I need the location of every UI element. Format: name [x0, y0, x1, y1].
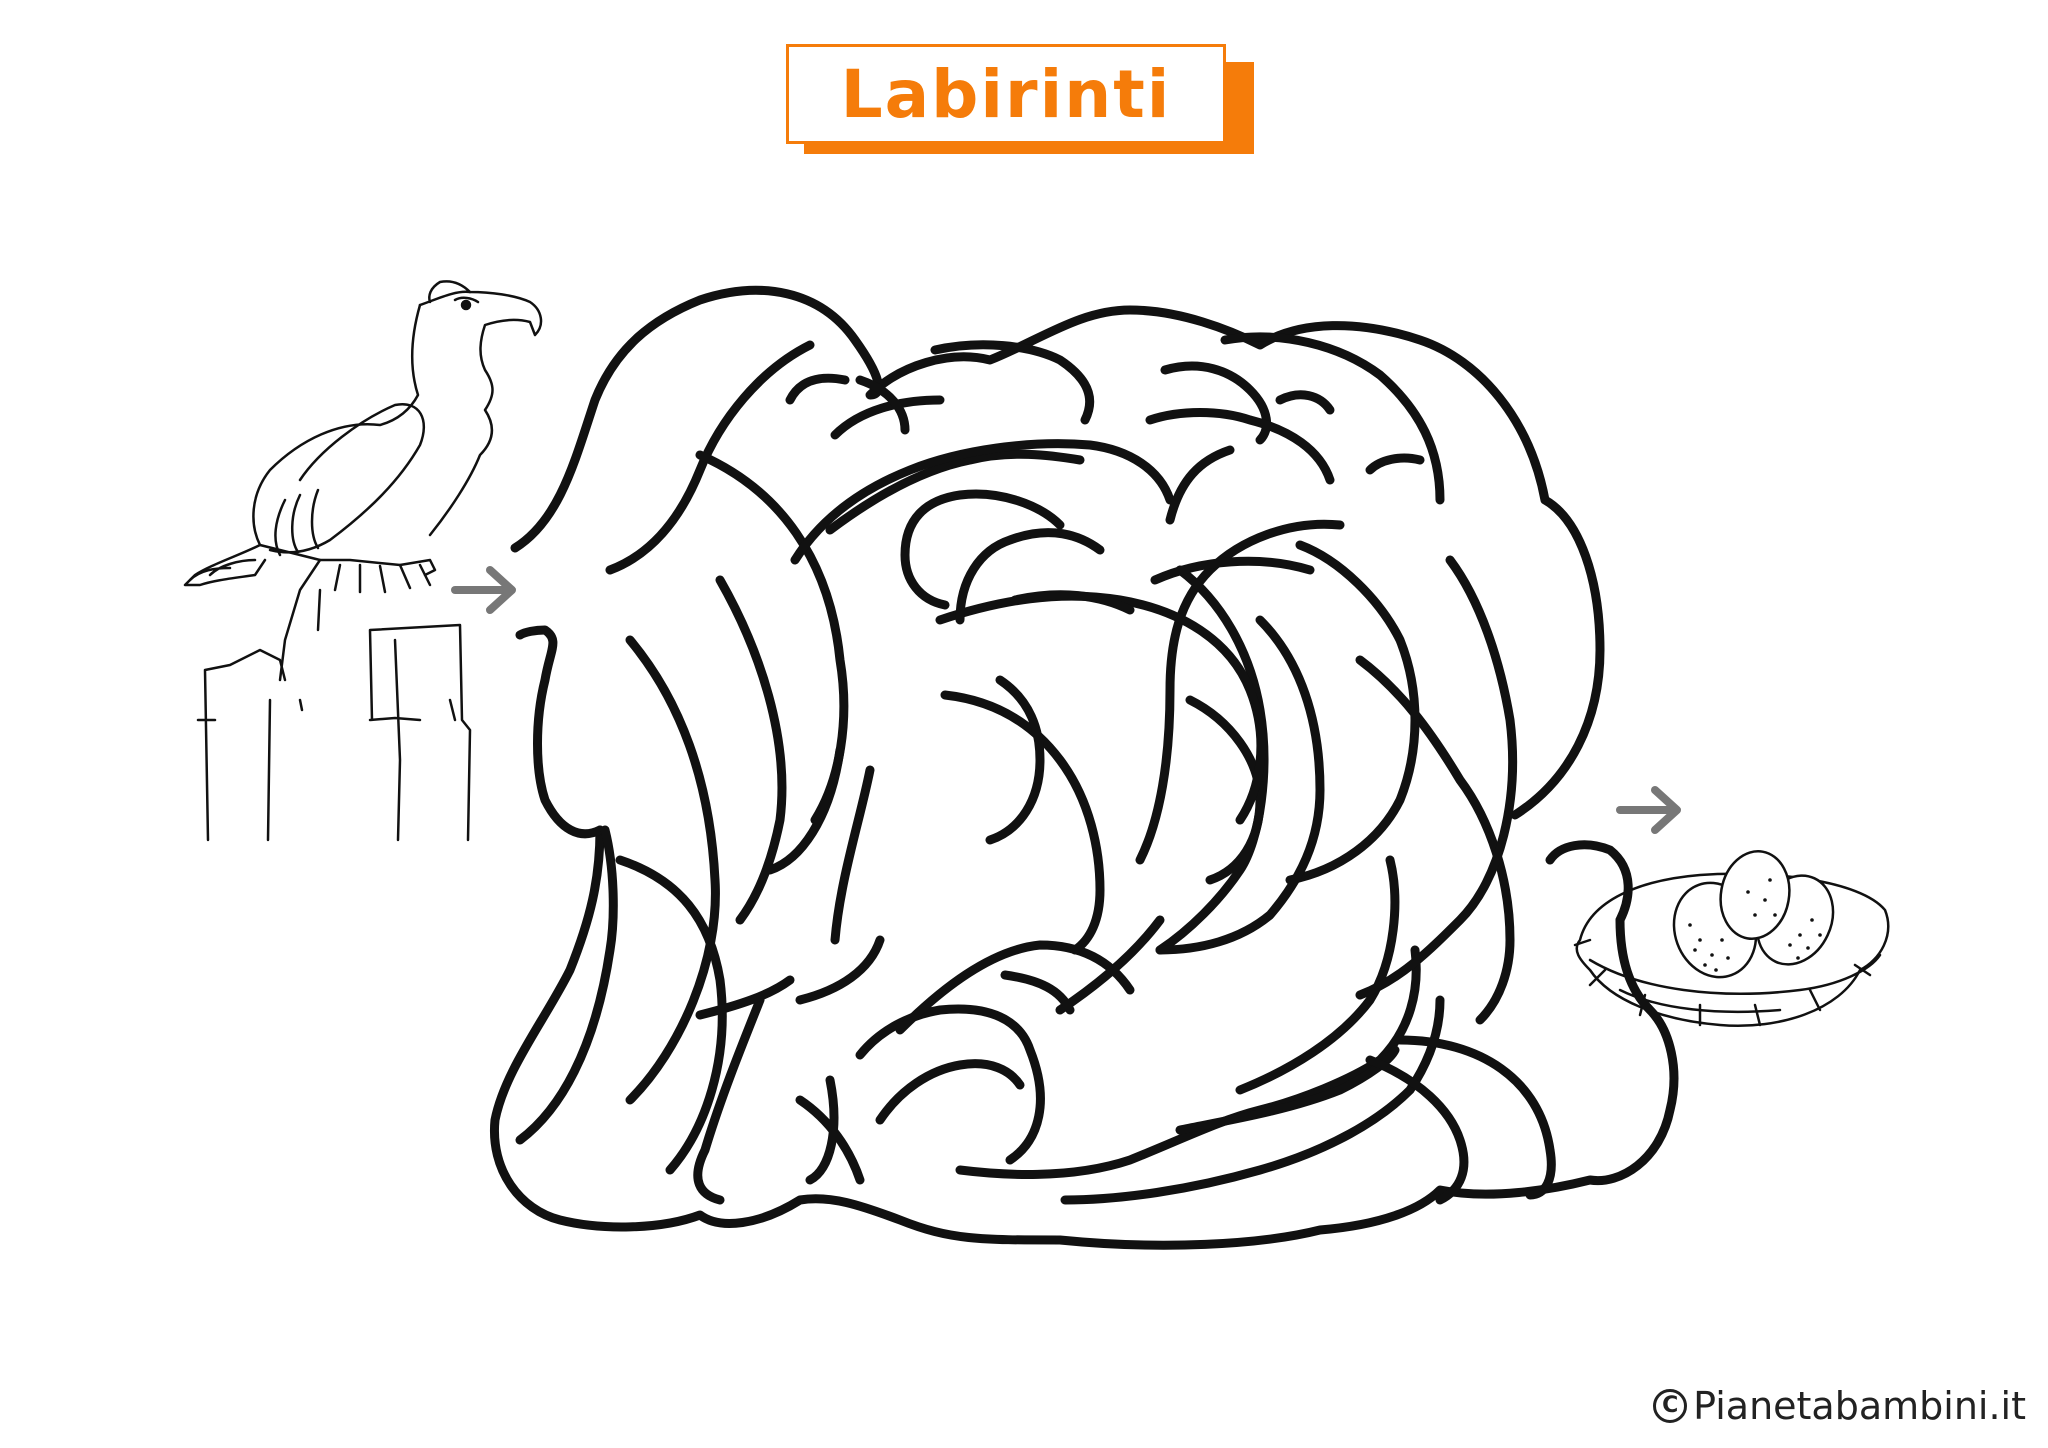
end-arrow-icon	[1616, 786, 1681, 834]
maze-walls	[489, 285, 1679, 1250]
title-banner: Labirinti	[786, 44, 1256, 156]
copyright-icon: C	[1653, 1389, 1688, 1423]
page-title: Labirinti	[840, 55, 1172, 133]
copyright-notice: C Pianetabambini.it	[1653, 1384, 2026, 1428]
title-box: Labirinti	[786, 44, 1226, 144]
start-arrow-icon	[451, 566, 516, 614]
copyright-text[interactable]: Pianetabambini.it	[1693, 1384, 2026, 1428]
eagle-illustration	[183, 280, 543, 842]
